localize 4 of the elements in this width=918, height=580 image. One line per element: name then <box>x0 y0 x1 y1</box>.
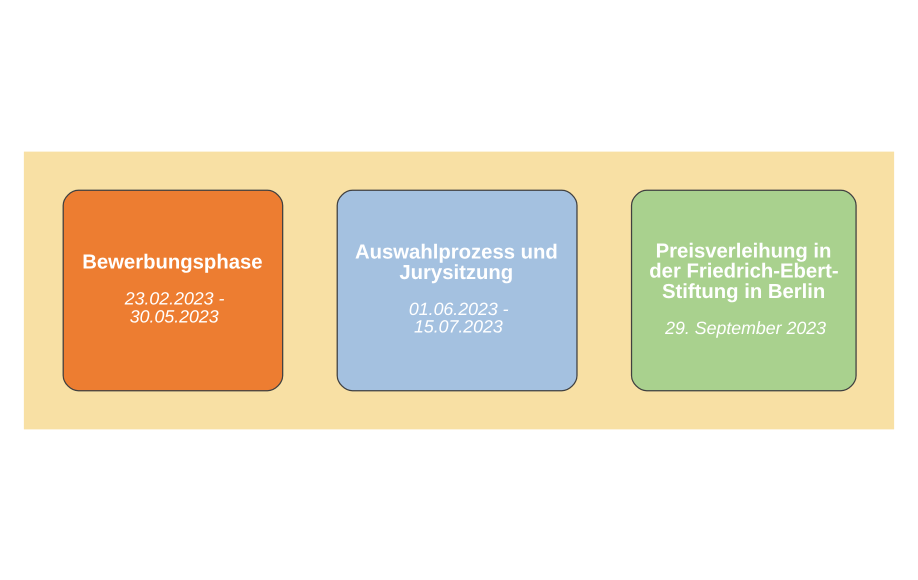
node-box: Auswahlprozess und Jurysitzung 01.06.2023 - 15.07.2023 <box>336 189 578 391</box>
node-box: Bewerbungsphase 23.02.2023 - 30.05.2023 <box>62 189 284 391</box>
node-box: Preisverleihung in der Friedrich-Ebert-Stiftung in Berlin 29. September 2023 <box>630 189 857 391</box>
cluster <box>24 151 894 429</box>
